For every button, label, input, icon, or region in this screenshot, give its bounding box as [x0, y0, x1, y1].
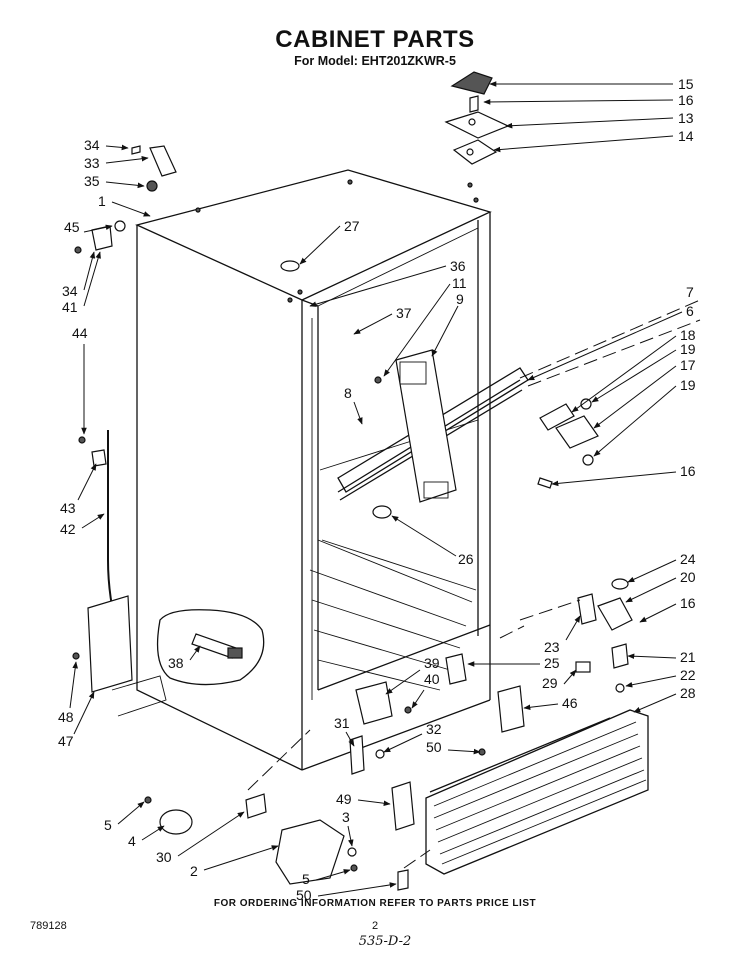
callout-label: 49 [336, 791, 352, 807]
page-title: CABINET PARTS [275, 26, 475, 53]
callout-label: 35 [84, 173, 100, 189]
callout-label: 29 [542, 675, 558, 691]
callout-label: 11 [452, 275, 467, 291]
callout-label: 16 [680, 595, 696, 611]
callout-label: 44 [72, 325, 88, 341]
callout-label: 34 [84, 137, 100, 153]
callout-label: 9 [456, 291, 464, 307]
ordering-note: FOR ORDERING INFORMATION REFER TO PARTS … [213, 898, 537, 909]
callout-label: 38 [168, 655, 184, 671]
callout-label: 16 [680, 463, 696, 479]
callout-label: 33 [84, 155, 100, 171]
right-lower-hinge [445, 578, 633, 693]
callout-label: 50 [426, 739, 442, 755]
callout-label: 50 [296, 887, 312, 903]
callout-label: 5 [302, 871, 310, 887]
callout-label: 34 [62, 283, 78, 299]
callout-label: 13 [678, 110, 694, 126]
callout-label: 26 [458, 551, 474, 567]
callout-label: 42 [60, 521, 76, 537]
callout-label: 24 [680, 551, 696, 567]
callout-label: 20 [680, 569, 696, 585]
callout-label: 46 [562, 695, 578, 711]
callout-label: 17 [680, 357, 696, 373]
callout-label: 30 [156, 849, 172, 865]
left-side-wiring [72, 430, 167, 717]
callout-label: 7 [686, 284, 694, 300]
cutaway-detail [156, 609, 265, 686]
callout-label: 8 [344, 385, 352, 401]
grille [425, 709, 649, 875]
page-number: 2 [371, 920, 379, 932]
callout-label: 45 [64, 219, 80, 235]
right-mid-hinge [537, 398, 599, 489]
callout-label: 37 [396, 305, 412, 321]
callout-label: 3 [342, 809, 350, 825]
callout-label: 19 [680, 341, 696, 357]
callout-label: 18 [680, 327, 696, 343]
callout-label: 16 [678, 92, 694, 108]
callout-label: 28 [680, 685, 696, 701]
center-bracket [374, 349, 457, 503]
top-hinge-assembly [444, 71, 510, 165]
callout-label: 1 [98, 193, 106, 209]
callout-label: 47 [58, 733, 74, 749]
callout-label: 19 [680, 377, 696, 393]
model-subtitle: For Model: EHT201ZKWR-5 [294, 54, 456, 68]
callout-label: 48 [58, 709, 74, 725]
handwritten-note: 535-D-2 [358, 934, 412, 949]
callout-label: 2 [190, 863, 198, 879]
cabinet-body [135, 169, 492, 771]
callout-label: 31 [334, 715, 350, 731]
callout-label: 43 [60, 500, 76, 516]
callout-label: 39 [424, 655, 440, 671]
left-upper-parts [74, 145, 177, 254]
callout-label: 5 [104, 817, 112, 833]
callout-label: 40 [424, 671, 440, 687]
callout-label: 14 [678, 128, 694, 144]
callout-label: 22 [680, 667, 696, 683]
divider-rail [337, 299, 701, 501]
callout-label: 32 [426, 721, 442, 737]
callout-label: 36 [450, 258, 466, 274]
callout-label: 41 [62, 299, 78, 315]
bottom-front-parts [144, 681, 525, 891]
callout-label: 6 [686, 303, 694, 319]
callout-group: 15 16 13 14 34 33 35 1 27 45 36 34 41 11… [58, 76, 696, 903]
callout-label: 27 [344, 218, 360, 234]
callout-label: 23 [544, 639, 560, 655]
callout-label: 4 [128, 833, 136, 849]
callout-label: 25 [544, 655, 560, 671]
callout-label: 21 [680, 649, 696, 665]
callout-label: 15 [678, 76, 694, 92]
document-number: 789128 [30, 920, 67, 932]
